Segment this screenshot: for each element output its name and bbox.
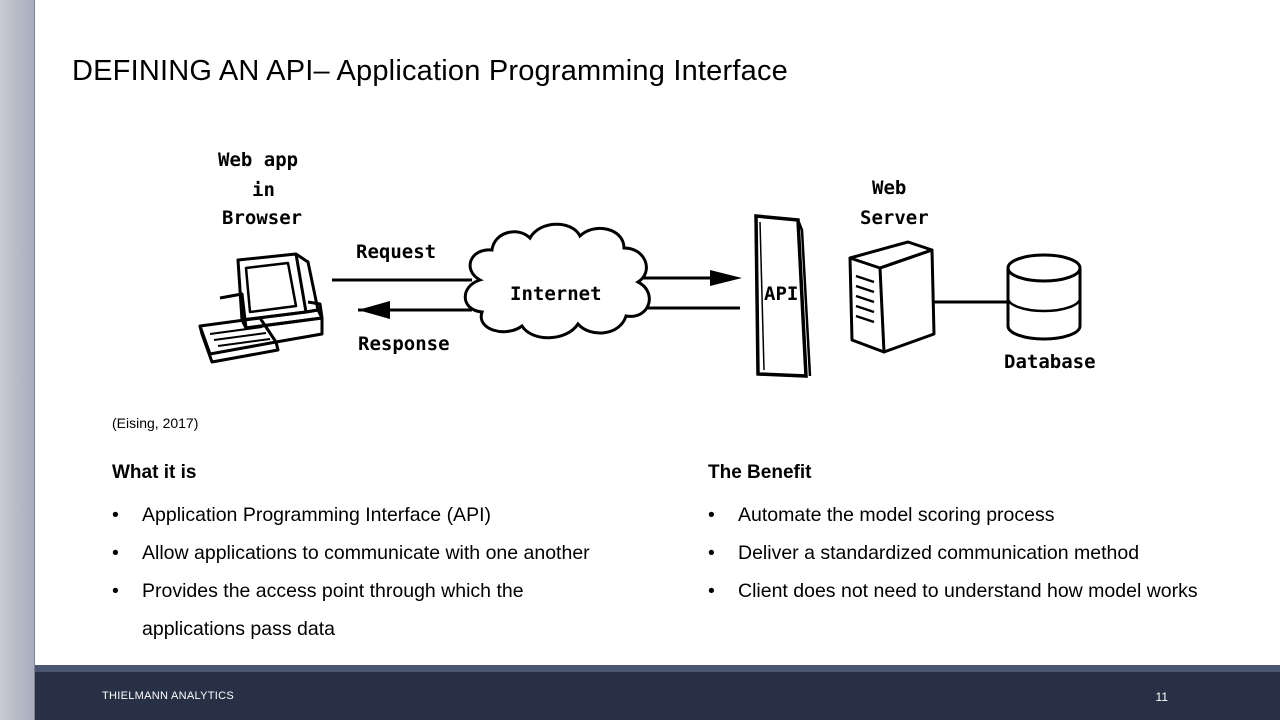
list-item: •Automate the model scoring process <box>708 496 1268 534</box>
bullet-icon: • <box>112 504 119 526</box>
list-item: •Provides the access point through which… <box>112 572 612 648</box>
browser-label-line-2: in <box>252 179 275 201</box>
bullet-icon: • <box>112 542 119 564</box>
list-item: •Application Programming Interface (API) <box>112 496 672 534</box>
list-item: •Client does not need to understand how … <box>708 572 1268 610</box>
benefit-section: The Benefit •Automate the model scoring … <box>708 462 1268 610</box>
database-icon <box>1006 253 1082 341</box>
footer: THIELMANN ANALYTICS 11 <box>35 672 1280 720</box>
slide-title: DEFINING AN API– Application Programming… <box>72 55 788 88</box>
left-accent-strip <box>0 0 35 720</box>
benefit-heading: The Benefit <box>708 462 812 483</box>
bullet-icon: • <box>708 580 715 602</box>
browser-label-line-3: Browser <box>222 207 302 229</box>
web-server-icon <box>848 240 936 354</box>
server-label-line-1: Web <box>872 177 906 199</box>
api-gateway-icon <box>754 214 812 378</box>
bullet-icon: • <box>708 504 715 526</box>
page-number: 11 <box>1155 690 1168 704</box>
api-diagram: Web app in Browser Request Response <box>180 130 1120 390</box>
server-label-line-2: Server <box>860 207 929 229</box>
api-diagram-svg: Web app in Browser Request Response <box>198 149 1096 378</box>
response-arrowhead-icon <box>358 301 390 319</box>
bullet-icon: • <box>708 542 715 564</box>
list-item: •Allow applications to communicate with … <box>112 534 672 572</box>
what-it-is-heading: What it is <box>112 462 197 483</box>
response-label: Response <box>358 333 450 355</box>
benefit-list: •Automate the model scoring process •Del… <box>708 496 1268 610</box>
citation: (Eising, 2017) <box>112 415 199 431</box>
api-label: API <box>764 283 798 305</box>
bullet-icon: • <box>112 580 119 602</box>
footer-brand: THIELMANN ANALYTICS <box>102 690 235 702</box>
browser-label-line-1: Web app <box>218 149 298 171</box>
internet-label: Internet <box>510 283 602 305</box>
internet-cloud-icon <box>463 222 651 340</box>
database-label: Database <box>1004 351 1096 373</box>
list-item: •Deliver a standardized communication me… <box>708 534 1268 572</box>
request-arrowhead-icon <box>710 270 742 286</box>
computer-icon <box>198 252 324 364</box>
footer-accent-band <box>35 665 1280 672</box>
what-it-is-list: •Application Programming Interface (API)… <box>112 496 672 648</box>
what-it-is-section: What it is •Application Programming Inte… <box>112 462 672 648</box>
request-label: Request <box>356 241 436 263</box>
